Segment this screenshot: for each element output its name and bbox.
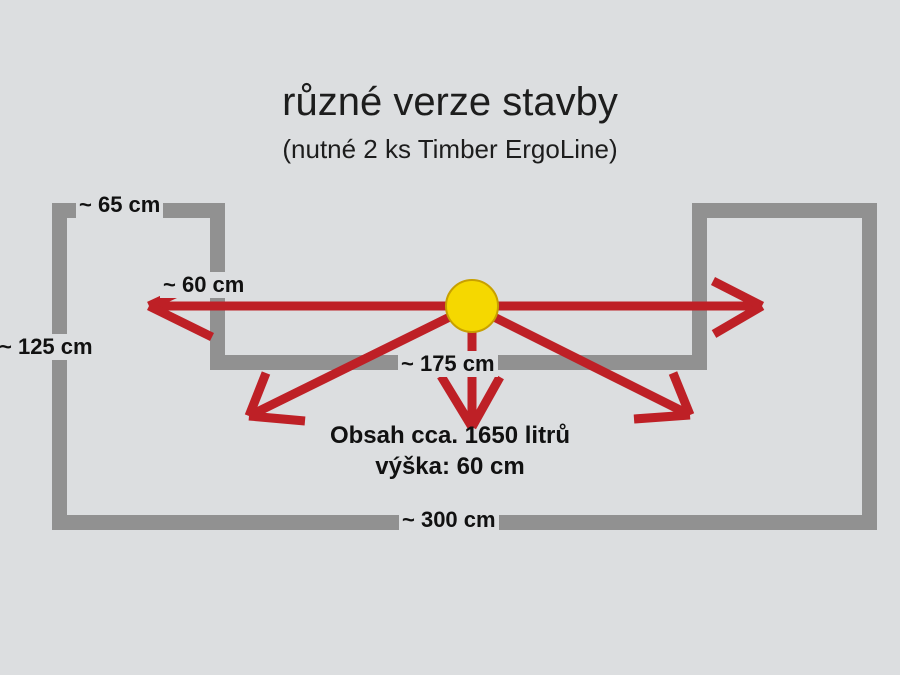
wall-top-right [692, 203, 877, 218]
dimension-label-total-width: ~ 300 cm [399, 507, 499, 533]
wall-inner-right [692, 203, 707, 370]
dimension-label-left-height: ~ 125 cm [0, 334, 96, 360]
dimension-label-center-span: ~ 175 cm [398, 351, 498, 377]
arrow-down-right [469, 301, 695, 424]
wall-outer-right [862, 203, 877, 530]
note-height: výška: 60 cm [375, 453, 525, 480]
page-subtitle: (nutné 2 ks Timber ErgoLine) [282, 134, 618, 164]
arrow-right [472, 276, 765, 338]
page-title: různé verze stavby [282, 80, 618, 124]
wall-outer-left [52, 203, 67, 530]
note-volume: Obsah cca. 1650 litrů [329, 422, 571, 449]
dimension-label-left-reach: ~ 60 cm [160, 272, 248, 298]
dimension-label-top-inner-span: ~ 65 cm [76, 192, 164, 218]
arrow-group [147, 275, 765, 430]
center-node[interactable] [445, 279, 499, 333]
arrow-down-left [244, 301, 474, 426]
